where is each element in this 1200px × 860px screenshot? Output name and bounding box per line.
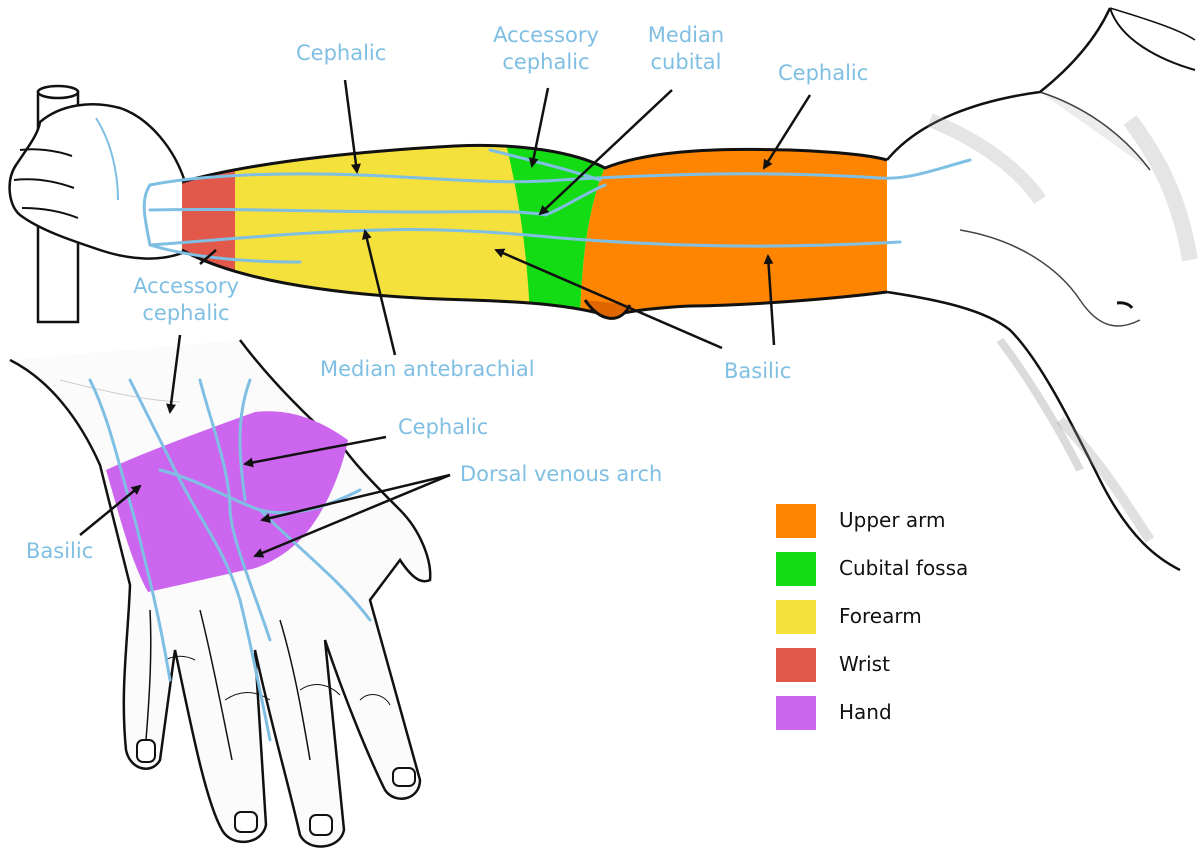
label-accessory-cephalic-top-line2: cephalic (502, 50, 590, 74)
label-cephalic-upper: Cephalic (778, 61, 869, 85)
legend-item-upper-arm: Upper arm (776, 504, 1036, 538)
label-accessory-cephalic-left-line1: Accessory (133, 274, 239, 298)
pointer-arrows (79, 79, 812, 558)
label-dorsal-venous-arch: Dorsal venous arch (460, 462, 663, 486)
legend-swatch (776, 696, 816, 730)
elbow-outline (583, 299, 632, 320)
legend-item-wrist: Wrist (776, 648, 1036, 682)
label-median-cubital: Median cubital (636, 22, 736, 76)
label-accessory-cephalic-top: Accessory cephalic (484, 22, 608, 76)
label-accessory-cephalic-left-line2: cephalic (142, 301, 230, 325)
label-cephalic-forearm: Cephalic (296, 41, 387, 65)
label-cephalic-hand: Cephalic (398, 415, 489, 439)
legend-item-forearm: Forearm (776, 600, 1036, 634)
legend-item-hand: Hand (776, 696, 1036, 730)
arm-regions (182, 145, 887, 316)
legend-swatch (776, 648, 816, 682)
label-accessory-cephalic-left: Accessory cephalic (124, 273, 248, 327)
label-median-cubital-line1: Median (647, 23, 725, 47)
label-basilic-hand: Basilic (26, 539, 94, 563)
legend-item-cubital-fossa: Cubital fossa (776, 552, 1036, 586)
label-basilic-arm: Basilic (724, 359, 792, 383)
legend-swatch (776, 504, 816, 538)
legend-swatch (776, 552, 816, 586)
legend-label: Upper arm (839, 508, 946, 532)
upper-arm-region (580, 145, 887, 316)
label-median-antebrachial: Median antebrachial (320, 357, 535, 381)
cubital-fossa-region (505, 145, 615, 316)
shoulder-sketch (886, 7, 1198, 572)
legend-label: Forearm (839, 604, 922, 628)
label-median-cubital-line2: cubital (650, 50, 722, 74)
legend-swatch (776, 600, 816, 634)
legend-label: Hand (839, 700, 892, 724)
hand-sketch (9, 339, 432, 848)
label-accessory-cephalic-top-line1: Accessory (493, 23, 599, 47)
legend-label: Cubital fossa (839, 556, 969, 580)
fist-sketch (8, 84, 187, 324)
legend-label: Wrist (839, 652, 890, 676)
vein-network (88, 148, 972, 742)
